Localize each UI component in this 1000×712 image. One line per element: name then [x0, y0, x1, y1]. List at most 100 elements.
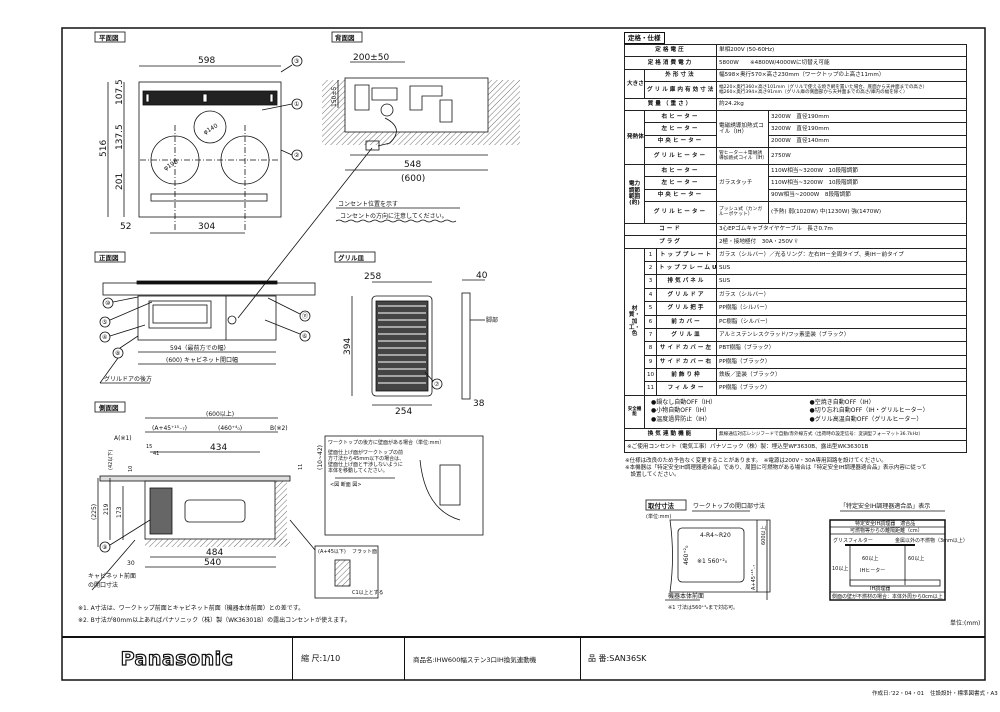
- material-value: PP樹脂（ブラック）: [716, 381, 967, 396]
- safety-item: ●グリル高温自動OFF（グリルヒーター）: [809, 416, 923, 424]
- spec-value: 110W相当~3200W 10段階調節: [768, 164, 967, 178]
- table-row: 質量（重さ）約24.2kg: [624, 97, 967, 112]
- title-block-model: 品 番:SAN36SK: [580, 637, 985, 680]
- spec-value: 2極・接地極付 30A・250V: [719, 238, 793, 245]
- callout-1: ①: [294, 101, 299, 108]
- dim-11: 11: [298, 464, 304, 470]
- grill-door-note: グリルドアの後方: [104, 375, 152, 383]
- worktop-box-title: ワークトップの後方に壁面がある場合（単位:mm）: [328, 439, 444, 446]
- material-part: トップフレームU: [656, 260, 717, 276]
- spec-label: グリルヒーター: [644, 147, 717, 166]
- note-2: ※2. B寸法が80mm以上あればパナソニック（株）製（WK36301B）の露出…: [78, 616, 351, 624]
- mounting-dim-a45: A+45⁺¹⁵₋₇: [751, 565, 757, 590]
- dim-304: 304: [198, 222, 215, 232]
- callout-9: ⑨: [102, 544, 107, 551]
- dim-201: 201: [115, 173, 125, 190]
- callout-8: ⑧: [115, 350, 120, 357]
- safety-label-ih: IHヒーター: [860, 567, 885, 574]
- mounting-radius: 4-R4~R20: [700, 532, 731, 539]
- table-row: 発熱体右ヒーター電磁誘導加熱式コイル（IH）3200W 直径190mm: [624, 110, 967, 166]
- spec-value: 3心EPゴムキャブタイヤケーブル 長さ0.7m: [716, 222, 967, 237]
- table-row: 定格電圧単相200V (50-60Hz): [624, 43, 967, 58]
- spec-note: ※本機器は「特定安全IH調理器適合品」であり、周囲に可燃物がある場合は「特定安全…: [625, 465, 927, 471]
- mounting-drawing: [645, 499, 946, 601]
- spec-group: 材質・加工・色: [624, 247, 645, 396]
- spec-value: 管ヒーター＋電磁誘導加熱式コイル（IH）: [716, 147, 769, 166]
- table-row: 中央ヒーター 90W相当~2000W 8段階調節: [625, 188, 967, 202]
- material-value: PBT樹脂（ブラック）: [716, 341, 967, 356]
- grill-pan-title: グリル皿: [338, 253, 365, 262]
- mounting-title: 取付寸法: [648, 501, 675, 510]
- dim-258: 258: [364, 272, 381, 282]
- spec-label: 中央ヒーター: [644, 188, 717, 202]
- safety-item: ●切り忘れ自動OFF（IH・グリルヒーター）: [809, 407, 929, 415]
- spec-value: 約24.2kg: [716, 97, 967, 112]
- material-value: PP樹脂（シルバー）: [716, 301, 967, 316]
- callout-7: ⑦: [434, 381, 440, 388]
- safety-cell: ●鍋なし自動OFF（IH）●空焼き自動OFF（IH） ●小物自動OFF（IH）●…: [644, 394, 967, 429]
- detail-label-2: フラット面: [352, 549, 377, 555]
- outlet-position-note: コンセント位置を示す: [338, 200, 398, 208]
- spec-value: 無線通信対応レンジフードで自動/赤外線方式（出荷時の設定信号：変調型フォーマット…: [716, 427, 967, 442]
- callout-4: ④: [102, 334, 107, 341]
- material-part: グリル把手: [656, 301, 717, 316]
- spec-note: ※仕様は改良のため予告なく変更することがあります。 ※電源は200V・30A専用…: [625, 458, 887, 464]
- dim-b: B(※2): [270, 425, 288, 432]
- spec-value: 3200W 直径190mm: [768, 122, 967, 136]
- spec-group: 大きさ(約): [624, 68, 645, 99]
- dim-484: 484: [206, 548, 223, 558]
- table-row: 換気連動機能無線通信対応レンジフードで自動/赤外線方式（出荷時の設定信号：変調型…: [624, 427, 967, 442]
- material-part: サイドカバー右: [656, 354, 717, 370]
- spec-value: 2000W 直径140mm: [768, 134, 967, 149]
- dim-40: 40: [476, 271, 488, 281]
- title-block-product: 商品名:IHW600幅ステン3口IH換気連動機: [405, 637, 581, 680]
- dim-a-plus-45: (A+45⁺¹⁵₋₇): [152, 425, 187, 432]
- plan-view: [94, 31, 303, 234]
- dim-30: 30: [127, 560, 135, 567]
- material-value: 鉄板／塗装（ブラック）: [716, 368, 967, 383]
- spec-notes: ※仕様は改良のため予告なく変更することがあります。 ※電源は200V・30A専用…: [625, 458, 927, 479]
- spec-label: 右ヒーター: [644, 110, 717, 124]
- dim-137-5: 137.5: [115, 124, 125, 150]
- material-part: トッププレート: [656, 247, 717, 262]
- spec-value: 幅220×奥行360×高さ101mm（グリルで使える焼き網を置いた場合、底面から…: [719, 84, 928, 90]
- spec-title: 定格・仕様: [624, 32, 665, 44]
- table-row: ※ご使用コンセント（電気工事）パナソニック（株）製：埋込型WF3630B、露出型…: [624, 440, 967, 454]
- callout-11: ⑪: [302, 312, 308, 320]
- note-1: ※1. A寸法は、ワークトップ前面とキャビネット前面（機器本体前面）との差です。: [78, 604, 304, 612]
- spec-value-group: 幅220×奥行360×高さ101mm（グリルで使える焼き網を置いた場合、底面から…: [716, 80, 967, 99]
- material-value: SUS: [716, 274, 967, 289]
- table-row: 大きさ(約)外形寸法幅598×奥行570×高さ230mm（ワークトップの上高さ1…: [624, 68, 967, 99]
- worktop-box-sub: <図 断面 図>: [330, 481, 362, 488]
- spec-value: (予熱) 弱(1020W) 中(1230W) 強(1470W): [768, 200, 967, 224]
- dim-107-5: 107.5: [115, 79, 125, 105]
- dim-15: 15: [146, 444, 152, 450]
- side-view-title: 側面図: [98, 403, 119, 412]
- material-no: 9: [644, 354, 657, 370]
- dim-41: 41: [153, 451, 159, 457]
- spec-group: 電力調節範囲(約): [624, 164, 645, 224]
- dim-548: 548: [404, 160, 421, 170]
- spec-label: 外形寸法: [644, 68, 717, 82]
- back-view: [237, 31, 520, 319]
- unit-label: 単位:(mm): [950, 619, 980, 627]
- dim-a: A(※1): [114, 435, 132, 442]
- dim-540: 540: [204, 558, 221, 568]
- spec-label: コード: [624, 222, 717, 237]
- dim-phi190: φ190: [163, 158, 180, 172]
- dim-52: 52: [120, 222, 131, 232]
- spec-value: 単相200V (50-60Hz): [716, 43, 967, 58]
- spec-value: 90W相当~2000W 8段階調節: [768, 188, 967, 202]
- worktop-box-text-2: 方寸法から45mm以下の場合は、: [328, 455, 404, 462]
- safety-label-bottom: 側面の壁が不燃材の場合：本体外周から0cm以上: [832, 593, 943, 600]
- cabinet-front-note-1: キャビネット前面: [88, 572, 136, 580]
- title-block-scale: 縮 尺:1/10: [293, 637, 405, 680]
- callout-3: ③: [294, 58, 299, 65]
- mounting-dim-460: 460⁺²₀: [683, 545, 690, 565]
